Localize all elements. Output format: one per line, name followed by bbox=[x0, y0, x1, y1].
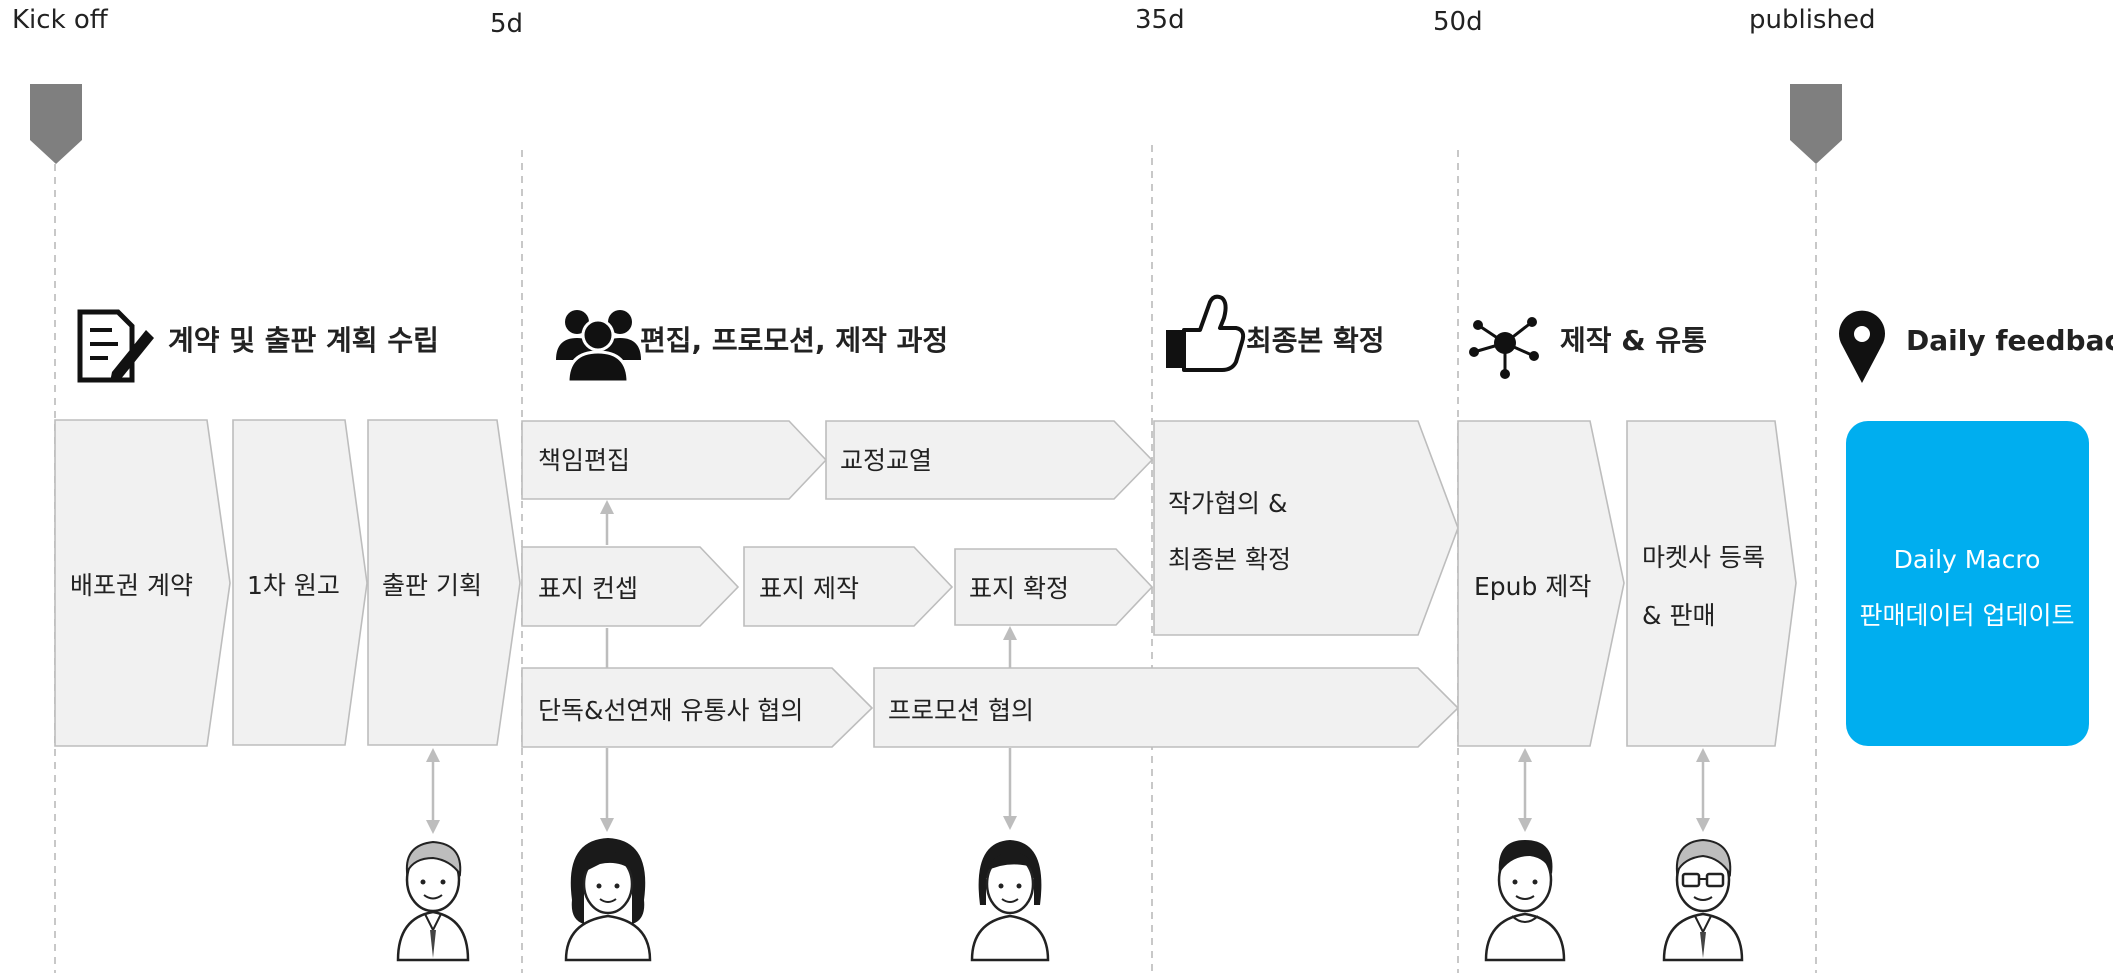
step-market-registration bbox=[1626, 420, 1797, 747]
step-label-first-draft: 1차 원고 bbox=[247, 571, 340, 600]
phase-title-editing: 편집, 프로모션, 제작 과정 bbox=[640, 324, 948, 357]
producer-avatar bbox=[1484, 840, 1566, 962]
location-pin-icon bbox=[1839, 310, 1886, 383]
editor-avatar bbox=[564, 838, 652, 962]
milestone-35d: 35d bbox=[1135, 5, 1185, 35]
step-cover-concept bbox=[521, 546, 740, 627]
thumbs-up-icon bbox=[1166, 294, 1246, 372]
phase-title-planning: 계약 및 출판 계획 수립 bbox=[168, 324, 439, 357]
published-marker-icon bbox=[1790, 84, 1842, 164]
connector-arrows bbox=[426, 500, 1710, 834]
contract-edit-icon bbox=[77, 309, 154, 383]
step-publishing-plan bbox=[367, 419, 521, 746]
marketer-avatar bbox=[970, 840, 1050, 962]
step-label-cover-confirm: 표지 확정 bbox=[969, 574, 1069, 603]
step-proofreading bbox=[825, 420, 1154, 500]
phase-title-distribution: 제작 & 유통 bbox=[1560, 324, 1707, 357]
step-epub-production bbox=[1457, 420, 1625, 747]
step-label-final-manuscript-2: 최종본 확정 bbox=[1168, 545, 1291, 574]
step-final-manuscript bbox=[1153, 420, 1459, 636]
step-label-proofreading: 교정교열 bbox=[840, 446, 932, 475]
planner-avatar bbox=[396, 840, 470, 962]
step-label-chief-editing: 책임편집 bbox=[538, 446, 630, 475]
step-chief-editing bbox=[521, 420, 828, 500]
phase-title-feedback: Daily feedback bbox=[1906, 324, 2113, 357]
step-label-cover-production: 표지 제작 bbox=[759, 574, 859, 603]
step-distribution-rights bbox=[54, 419, 231, 747]
milestone-published: published bbox=[1749, 5, 1875, 35]
step-cover-production bbox=[743, 546, 954, 627]
kickoff-marker-icon bbox=[30, 84, 82, 164]
team-icon bbox=[556, 310, 641, 384]
step-label-market-registration-1: 마켓사 등록 bbox=[1642, 543, 1765, 572]
step-label-publishing-plan: 출판 기획 bbox=[382, 571, 482, 600]
milestone-kickoff: Kick off bbox=[12, 5, 109, 35]
step-label-cover-concept: 표지 컨셉 bbox=[538, 574, 638, 603]
step-cover-confirm bbox=[954, 548, 1154, 626]
phase-title-final: 최종본 확정 bbox=[1246, 324, 1385, 357]
step-label-final-manuscript-1: 작가협의 & bbox=[1168, 489, 1287, 518]
step-label-exclusive-serial-negotiation: 단독&선연재 유통사 협의 bbox=[538, 696, 803, 725]
step-first-draft bbox=[232, 419, 368, 746]
daily-macro-box bbox=[1846, 421, 2089, 746]
daily-macro-label-2: 판매데이터 업데이트 bbox=[1860, 601, 2075, 630]
milestone-50d: 50d bbox=[1433, 7, 1483, 37]
step-promotion-negotiation bbox=[873, 667, 1460, 748]
step-label-promotion-negotiation: 프로모션 협의 bbox=[888, 696, 1034, 725]
milestone-5d: 5d bbox=[490, 9, 523, 39]
network-icon bbox=[1469, 317, 1539, 379]
step-label-market-registration-2: & 판매 bbox=[1642, 601, 1715, 630]
seller-avatar bbox=[1662, 838, 1744, 962]
step-label-distribution-rights: 배포권 계약 bbox=[70, 571, 193, 600]
daily-macro-label-1: Daily Macro bbox=[1894, 545, 2041, 574]
step-exclusive-serial-negotiation bbox=[521, 667, 874, 748]
step-label-epub-production: Epub 제작 bbox=[1474, 572, 1591, 601]
